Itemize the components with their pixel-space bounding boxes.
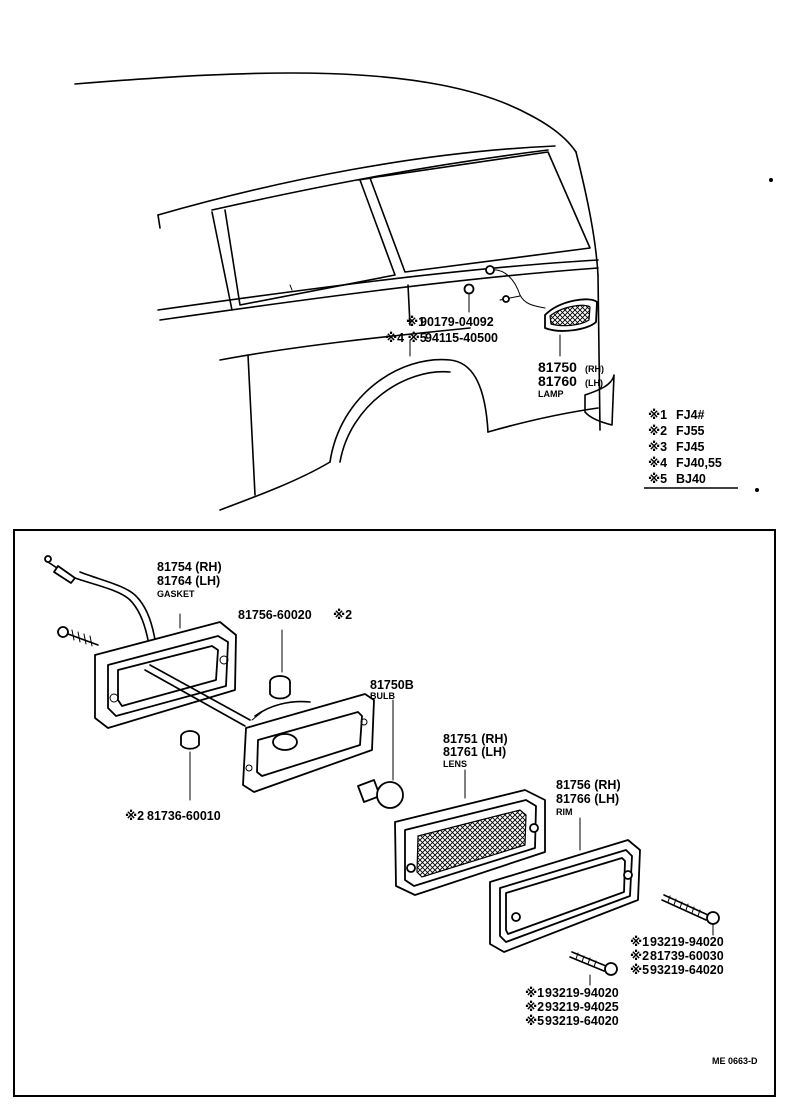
lamp-housing — [242, 693, 375, 793]
legend-marker-1: ※1 — [648, 408, 667, 422]
upper-screw-marker-2: ※2 — [630, 949, 649, 963]
legend-marker-2: ※2 — [648, 424, 667, 438]
exploded-view: 81754 (RH) 81764 (LH) GASKET 81756-60020… — [44, 555, 758, 1066]
lower-screw-marker-1: ※1 — [525, 986, 544, 1000]
legend-model-4: FJ40,55 — [676, 456, 722, 470]
lens-lh-label: 81761 (LH) — [443, 745, 506, 759]
gasket — [94, 613, 237, 729]
gasket-lh-label: 81764 (LH) — [157, 574, 220, 588]
wire-harness — [44, 555, 156, 641]
model-legend: ※1 FJ4# ※2 FJ55 ※3 FJ45 ※4 FJ40,55 ※5 BJ… — [644, 408, 738, 489]
lamp-name: LAMP — [538, 389, 564, 399]
lens-rh-label: 81751 (RH) — [443, 732, 508, 746]
grommet-marker: ※2 — [125, 809, 144, 823]
bulb-number: 81750B — [370, 678, 414, 692]
bulb — [357, 699, 404, 809]
gasket-name: GASKET — [157, 589, 195, 599]
upper-screw-marker-3: ※5 — [630, 963, 649, 977]
mounting-screw-left — [57, 626, 99, 647]
lower-screw-number-1: 93219-94020 — [545, 986, 619, 1000]
clip-part-number: 90179-04092 — [420, 315, 494, 329]
rim-name: RIM — [556, 807, 573, 817]
legend-marker-5: ※5 — [648, 472, 667, 486]
clip-icon — [463, 283, 475, 295]
rim-lh-label: 81766 (LH) — [556, 792, 619, 806]
legend-marker-4: ※4 — [648, 456, 667, 470]
legend-model-2: FJ55 — [676, 424, 705, 438]
rim — [489, 817, 641, 953]
lower-screw-marker-3: ※5 — [525, 1014, 544, 1028]
diagram-code: ME 0663-D — [712, 1056, 758, 1066]
legend-model-5: BJ40 — [676, 472, 706, 486]
legend-model-3: FJ45 — [676, 440, 705, 454]
vehicle-callouts: ※1 90179-04092 ※4 ※5 94115-40500 81750 (… — [385, 315, 604, 399]
screw-part-number: 94115-40500 — [425, 331, 498, 345]
upper-screw-marker-1: ※1 — [630, 935, 649, 949]
lamp-rh-side: (RH) — [585, 364, 604, 374]
lens-name: LENS — [443, 759, 467, 769]
upper-screw-number-1: 93219-94020 — [650, 935, 724, 949]
legend-model-1: FJ4# — [676, 408, 705, 422]
lamp-lh-number: 81760 — [538, 373, 577, 389]
lamp-lh-side: (LH) — [585, 378, 603, 388]
vehicle-illustration — [74, 72, 773, 511]
lower-screw-number-2: 93219-94025 — [545, 1000, 619, 1014]
bulb-name: BULB — [370, 691, 395, 701]
lamp-rh-number: 81750 — [538, 359, 577, 375]
lower-screw-number-3: 93219-64020 — [545, 1014, 619, 1028]
grommet — [180, 730, 200, 801]
screw-marker: ※4 ※5 — [385, 331, 427, 345]
upper-screw-number-2: 81739-60030 — [650, 949, 724, 963]
rim-screw-lower — [569, 951, 618, 986]
lens — [394, 769, 546, 896]
bushing-number: 81756-60020 — [238, 608, 312, 622]
bushing-marker: ※2 — [333, 608, 352, 622]
rim-screw-upper — [661, 894, 720, 936]
side-marker-lamp — [544, 298, 598, 332]
bushing — [269, 629, 291, 700]
rim-rh-label: 81756 (RH) — [556, 778, 621, 792]
grommet-number: 81736-60010 — [147, 809, 221, 823]
gasket-rh-label: 81754 (RH) — [157, 560, 222, 574]
exploded-view-frame — [13, 529, 776, 1097]
lower-screw-marker-2: ※2 — [525, 1000, 544, 1014]
clip-marker: ※1 — [406, 315, 425, 329]
legend-marker-3: ※3 — [648, 440, 667, 454]
upper-screw-number-3: 93219-64020 — [650, 963, 724, 977]
